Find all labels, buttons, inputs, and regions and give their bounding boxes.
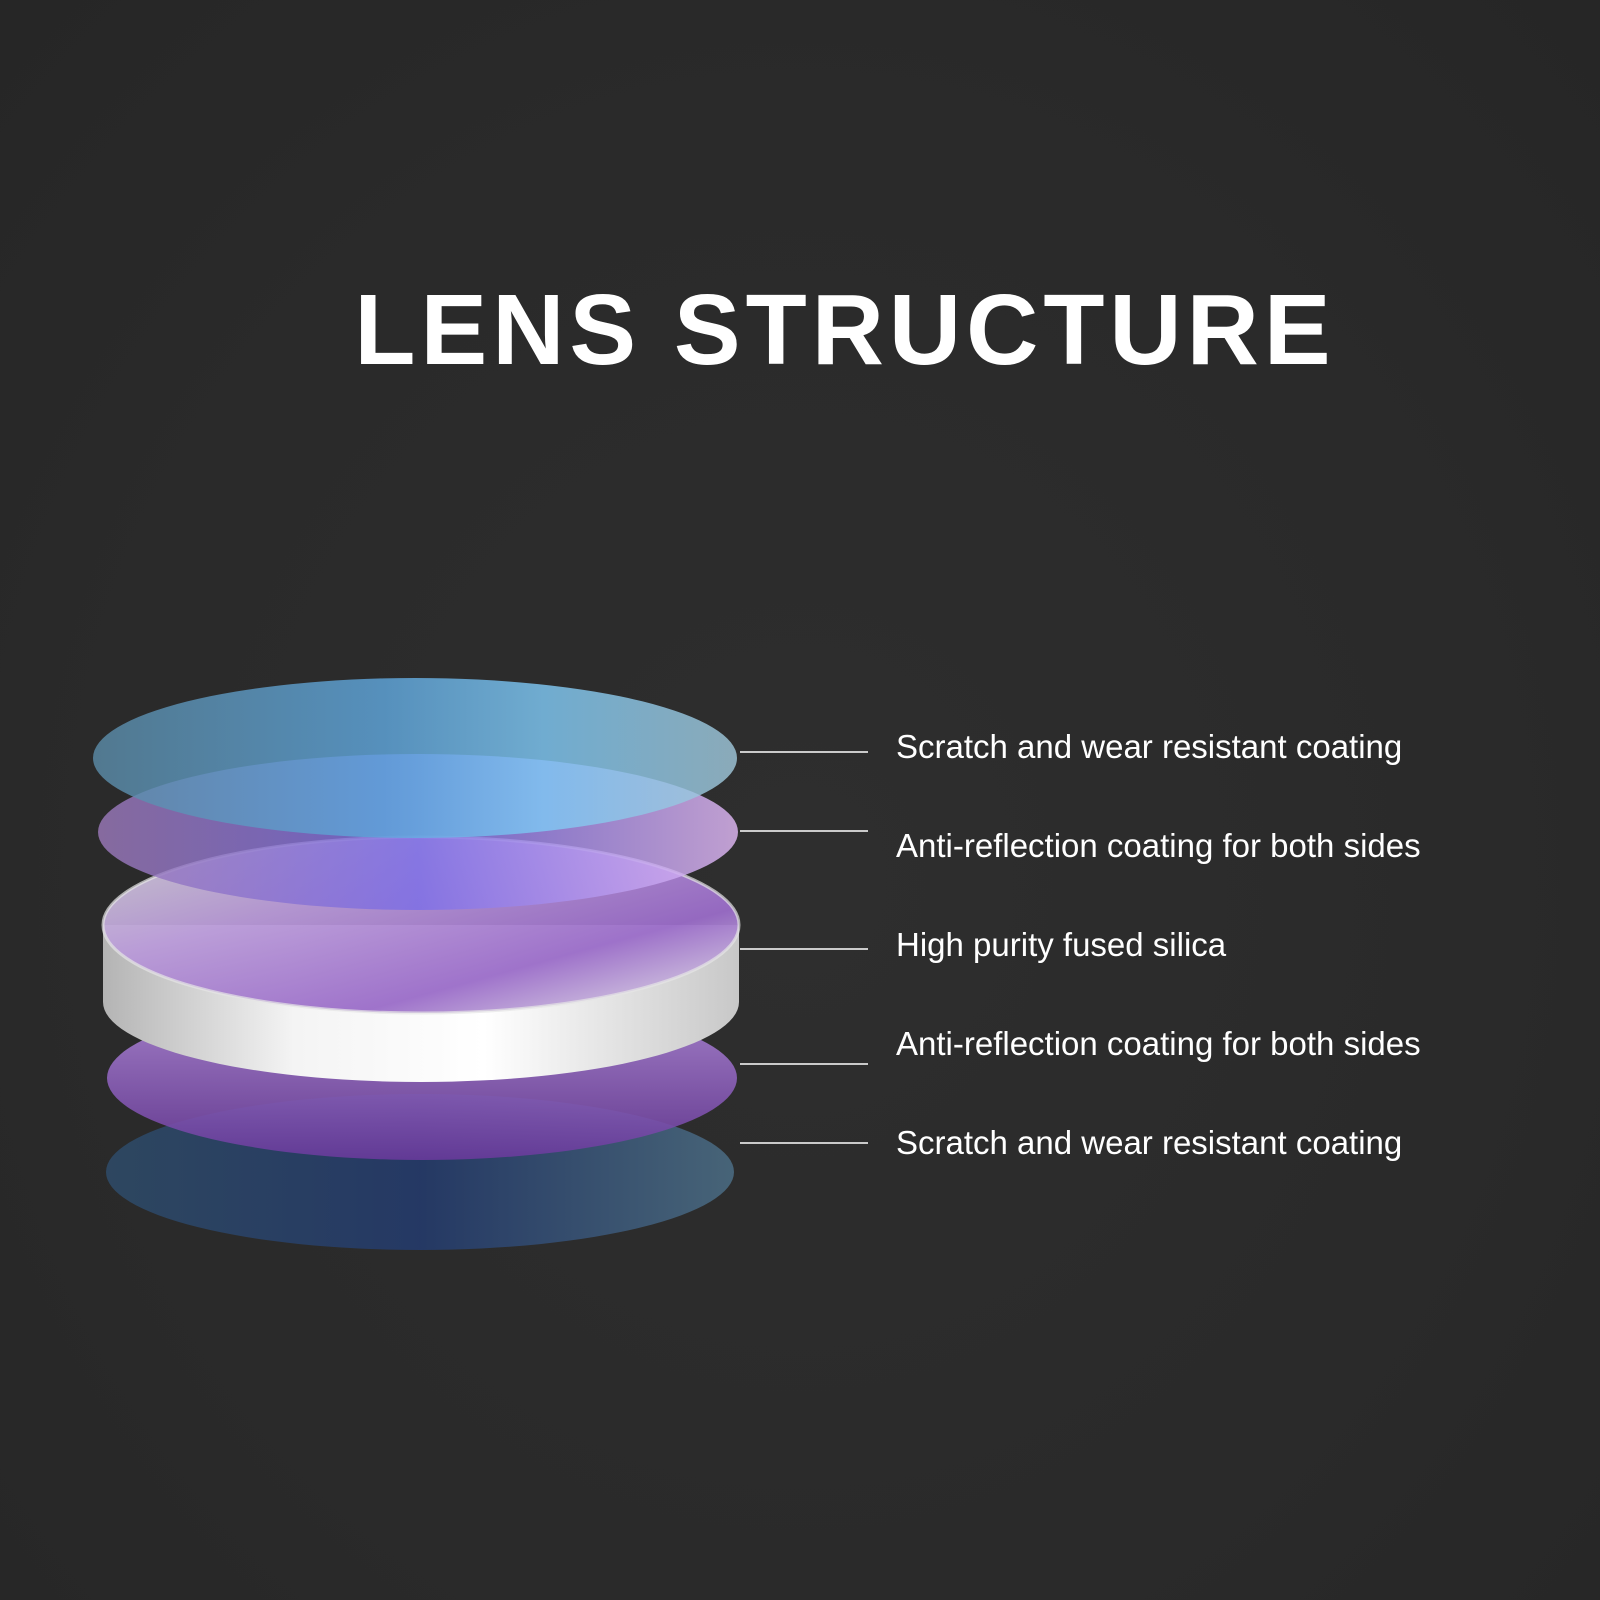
layer-label-top-scratch-coating: Scratch and wear resistant coating xyxy=(896,728,1403,765)
page-title: LENS STRUCTURE xyxy=(354,274,1336,386)
layer-disc-top-scratch-coating xyxy=(93,678,737,838)
layer-label-bottom-anti-reflection: Anti-reflection coating for both sides xyxy=(896,1025,1421,1062)
layer-label-bottom-scratch-coating: Scratch and wear resistant coating xyxy=(896,1124,1403,1161)
layer-label-fused-silica: High purity fused silica xyxy=(896,926,1227,963)
layer-label-top-anti-reflection: Anti-reflection coating for both sides xyxy=(896,827,1421,864)
leader-lines xyxy=(740,751,868,1144)
